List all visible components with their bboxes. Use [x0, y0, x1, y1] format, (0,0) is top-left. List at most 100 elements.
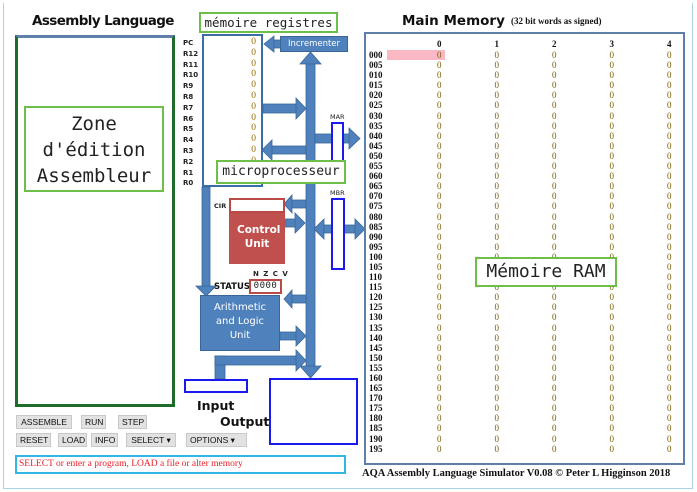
memory-cell[interactable]: 0: [437, 70, 442, 81]
memory-cell[interactable]: 0: [494, 443, 500, 454]
register-value[interactable]: 0: [251, 47, 256, 58]
memory-cell[interactable]: 0: [552, 181, 557, 192]
memory-cell[interactable]: 0: [494, 161, 500, 172]
memory-cell[interactable]: 0: [667, 60, 672, 71]
memory-cell[interactable]: 0: [437, 272, 442, 283]
memory-cell[interactable]: 0: [552, 211, 557, 222]
memory-cell[interactable]: 0: [437, 302, 442, 313]
memory-cell[interactable]: 0: [494, 70, 500, 81]
memory-cell[interactable]: 0: [437, 443, 442, 454]
memory-cell[interactable]: 0: [552, 373, 557, 383]
memory-cell[interactable]: 0: [494, 423, 500, 434]
memory-cell[interactable]: 0: [494, 312, 500, 323]
memory-cell[interactable]: 0: [609, 443, 615, 454]
memory-cell[interactable]: 0: [552, 312, 557, 323]
input-field[interactable]: [184, 379, 248, 393]
memory-cell[interactable]: 0: [494, 231, 500, 242]
memory-cell[interactable]: 0: [609, 150, 615, 161]
memory-cell[interactable]: 0: [667, 413, 672, 424]
memory-cell[interactable]: 0: [609, 181, 615, 192]
memory-cell[interactable]: 0: [437, 251, 442, 262]
memory-cell[interactable]: 0: [552, 80, 557, 91]
memory-cell[interactable]: 0: [494, 171, 500, 182]
select-dropdown[interactable]: SELECT ▾: [126, 433, 176, 447]
memory-cell[interactable]: 0: [552, 393, 557, 404]
memory-cell[interactable]: 0: [609, 302, 615, 313]
memory-cell[interactable]: 0: [437, 433, 442, 444]
memory-cell[interactable]: 0: [437, 342, 442, 353]
memory-cell[interactable]: 0: [552, 241, 557, 252]
memory-cell[interactable]: 0: [667, 251, 672, 262]
memory-cell[interactable]: 0: [552, 201, 557, 212]
memory-cell[interactable]: 0: [437, 312, 442, 323]
memory-cell[interactable]: 0: [552, 292, 557, 303]
memory-cell[interactable]: 0: [667, 150, 672, 161]
memory-cell[interactable]: 0: [494, 50, 500, 60]
step-button[interactable]: STEP: [118, 415, 147, 429]
memory-cell[interactable]: 0: [552, 443, 557, 454]
register-value[interactable]: 0: [251, 90, 256, 101]
memory-cell[interactable]: 0: [494, 241, 500, 252]
memory-cell[interactable]: 0: [609, 282, 615, 293]
memory-cell[interactable]: 0: [552, 231, 557, 242]
memory-cell[interactable]: 0: [494, 110, 500, 121]
memory-cell[interactable]: 0: [609, 373, 615, 383]
memory-cell[interactable]: 0: [667, 423, 672, 434]
memory-cell[interactable]: 0: [609, 221, 615, 232]
memory-cell[interactable]: 0: [667, 100, 672, 111]
memory-cell[interactable]: 0: [667, 292, 672, 303]
memory-cell[interactable]: 0: [609, 60, 615, 71]
register-value[interactable]: 0: [251, 37, 256, 47]
memory-cell[interactable]: 0: [552, 70, 557, 81]
memory-cell[interactable]: 0: [667, 90, 672, 101]
run-button[interactable]: RUN: [81, 415, 106, 429]
memory-cell[interactable]: 0: [609, 292, 615, 303]
memory-cell[interactable]: 0: [437, 221, 442, 232]
memory-cell[interactable]: 0: [667, 140, 672, 151]
memory-cell[interactable]: 0: [494, 150, 500, 161]
memory-cell[interactable]: 0: [494, 221, 500, 232]
memory-cell[interactable]: 0: [560, 252, 618, 262]
memory-cell[interactable]: 0: [494, 140, 500, 151]
memory-cell[interactable]: 0: [437, 150, 442, 161]
memory-cell[interactable]: 0: [667, 80, 672, 91]
memory-cell[interactable]: 0: [437, 171, 442, 182]
memory-cell[interactable]: 0: [667, 211, 672, 222]
memory-cell[interactable]: 0: [609, 231, 615, 242]
assembly-editor[interactable]: [15, 35, 175, 407]
memory-cell[interactable]: 0: [667, 171, 672, 182]
memory-cell[interactable]: 0: [494, 191, 500, 202]
memory-cell[interactable]: 0: [667, 433, 672, 444]
memory-cell[interactable]: 0: [552, 433, 557, 444]
memory-cell[interactable]: 0: [494, 201, 500, 212]
memory-cell[interactable]: 0: [609, 80, 615, 91]
memory-cell[interactable]: 0: [437, 423, 442, 434]
memory-cell[interactable]: 0: [494, 393, 500, 404]
memory-cell[interactable]: 0: [494, 332, 500, 343]
memory-cell[interactable]: 0: [667, 261, 672, 272]
memory-cell[interactable]: 0: [667, 393, 672, 404]
register-value[interactable]: 0: [251, 134, 256, 145]
memory-cell[interactable]: 0: [437, 282, 442, 293]
memory-cell[interactable]: 0: [609, 312, 615, 323]
memory-cell[interactable]: 0: [552, 383, 557, 394]
memory-cell[interactable]: 0: [552, 90, 557, 101]
memory-cell[interactable]: 0: [494, 181, 500, 192]
memory-cell[interactable]: 0: [667, 70, 672, 81]
memory-cell[interactable]: 0: [667, 352, 672, 363]
memory-cell[interactable]: 0: [552, 191, 557, 202]
memory-cell[interactable]: 0: [494, 322, 500, 333]
register-value[interactable]: 0: [251, 123, 256, 134]
memory-cell[interactable]: 0: [667, 322, 672, 333]
memory-cell[interactable]: 0: [494, 302, 500, 313]
memory-cell[interactable]: 0: [609, 362, 615, 373]
register-value[interactable]: 0: [251, 58, 256, 69]
memory-cell[interactable]: 0: [667, 221, 672, 232]
memory-cell[interactable]: 0: [667, 332, 672, 343]
memory-cell[interactable]: 0: [494, 352, 500, 363]
memory-cell[interactable]: 0: [667, 282, 672, 293]
memory-cell[interactable]: 0: [437, 120, 442, 131]
memory-cell[interactable]: 0: [437, 110, 442, 121]
memory-cell[interactable]: 0: [552, 140, 557, 151]
register-value[interactable]: 0: [251, 144, 256, 155]
